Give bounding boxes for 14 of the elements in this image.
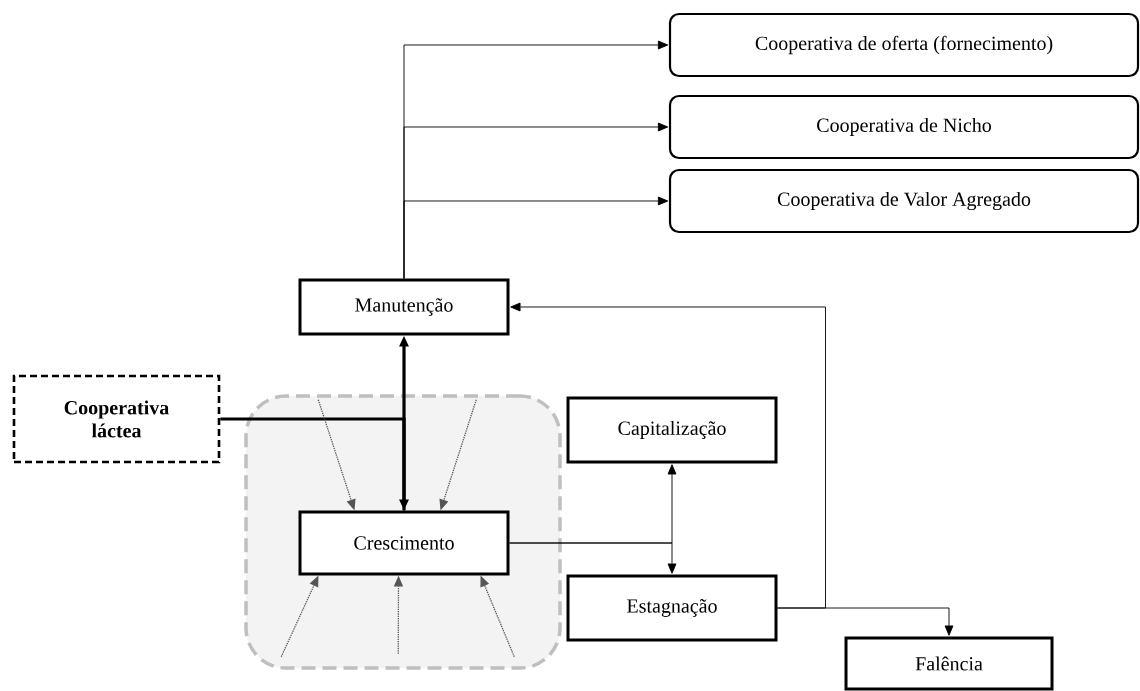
rounded-box: Cooperativa de Nicho <box>668 94 1140 160</box>
arrow <box>777 607 954 636</box>
rounded-box: Cooperativa de oferta (fornecimento) <box>668 12 1140 78</box>
process-box: Manutenção <box>298 278 510 336</box>
connector-line <box>220 417 406 511</box>
process-box: Falência <box>844 636 1054 691</box>
process-box: Crescimento <box>298 510 510 576</box>
arrow <box>403 196 669 279</box>
dashed-box: Cooperativa láctea <box>12 374 221 464</box>
arrow <box>509 542 677 574</box>
process-box: Estagnação <box>566 574 778 642</box>
rounded-box: Cooperativa de Valor Agregado <box>668 168 1140 234</box>
process-box: Capitalização <box>566 396 778 464</box>
arrow <box>510 302 826 609</box>
